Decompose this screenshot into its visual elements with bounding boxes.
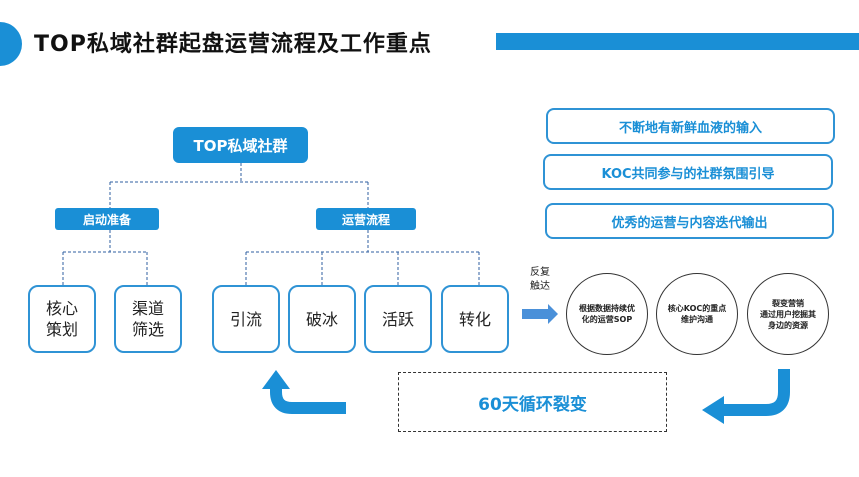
feedback-label: 反复 触达 bbox=[530, 267, 550, 292]
page-title: TOP私域社群起盘运营流程及工作重点 bbox=[34, 32, 432, 57]
node-icebreak: 破冰 bbox=[288, 285, 356, 353]
circle-fission: 裂变营销 通过用户挖掘其身边的资源 bbox=[747, 273, 829, 355]
info-box-koc: KOC共同参与的社群氛围引导 bbox=[543, 154, 833, 190]
circle-sop: 根据数据持续优化的运营SOP bbox=[566, 273, 648, 355]
node-active: 活跃 bbox=[364, 285, 432, 353]
node-convert: 转化 bbox=[441, 285, 509, 353]
info-box-content: 优秀的运营与内容迭代输出 bbox=[545, 203, 834, 239]
title-accent-circle bbox=[0, 22, 22, 66]
title-accent-bar bbox=[496, 33, 859, 50]
curve-up-arrow-icon bbox=[270, 388, 346, 414]
node-traffic: 引流 bbox=[212, 285, 280, 353]
curve-left-arrow-icon bbox=[722, 369, 790, 416]
info-box-new-blood: 不断地有新鲜血液的输入 bbox=[546, 108, 835, 144]
root-node: TOP私域社群 bbox=[173, 127, 308, 163]
right-arrow-icon bbox=[522, 304, 558, 324]
branch-startup-prep: 启动准备 bbox=[55, 208, 159, 230]
node-channel-screen: 渠道 筛选 bbox=[114, 285, 182, 353]
node-core-plan: 核心 策划 bbox=[28, 285, 96, 353]
branch-operation-flow: 运营流程 bbox=[316, 208, 416, 230]
loop-box: 60天循环裂变 bbox=[398, 372, 667, 432]
circle-koc: 核心KOC的重点维护沟通 bbox=[656, 273, 738, 355]
